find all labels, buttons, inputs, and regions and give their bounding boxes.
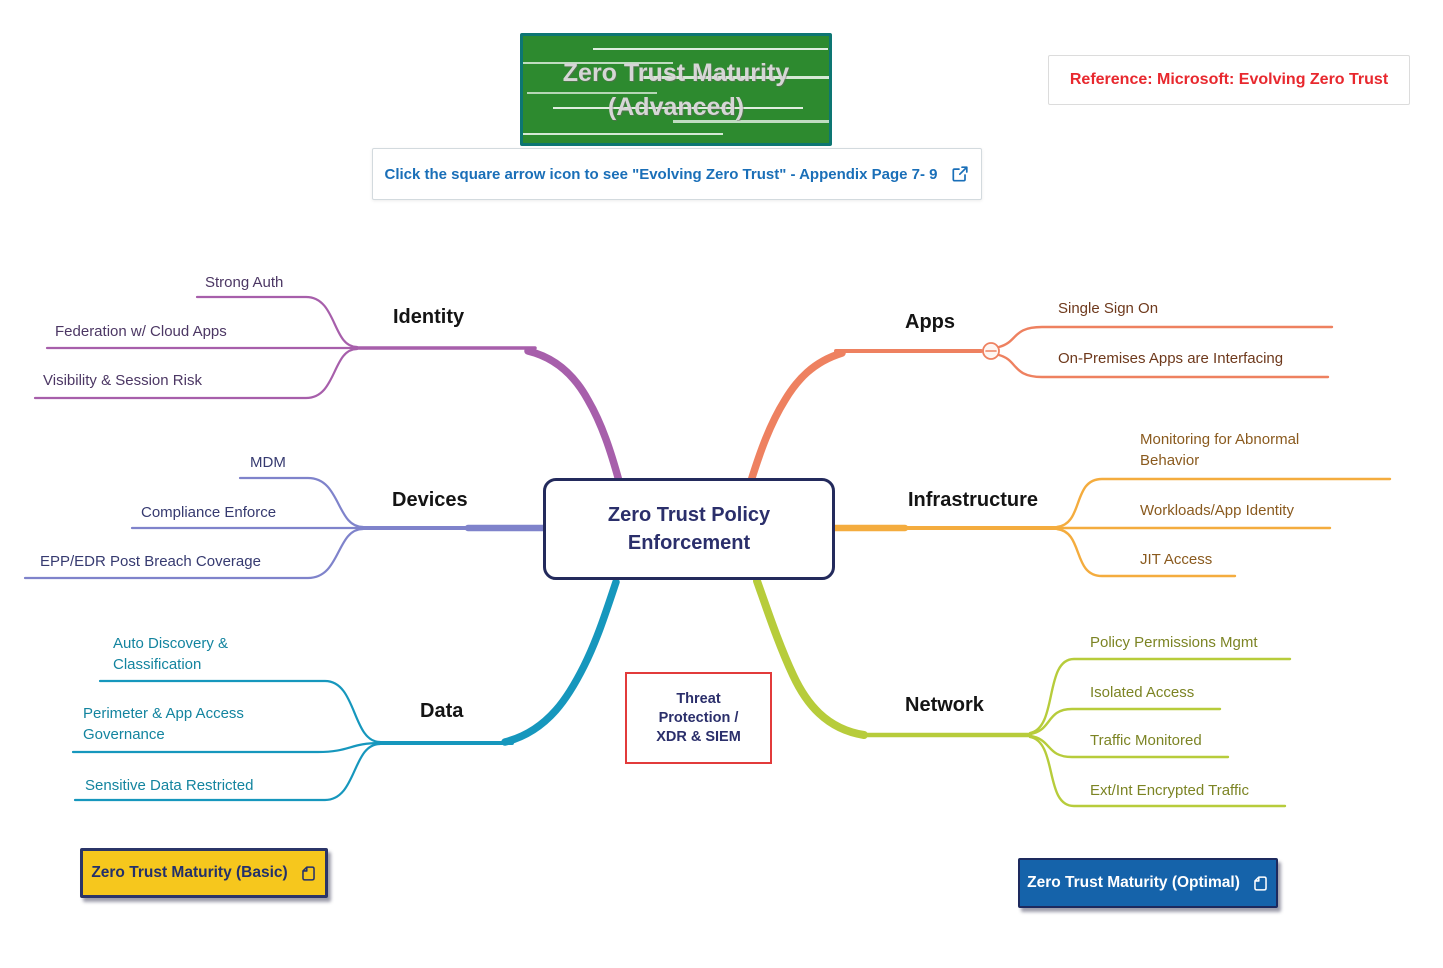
leaf-node[interactable]: Traffic Monitored: [1090, 732, 1202, 749]
apps-child-line: [997, 325, 1334, 349]
infrastructure-child-line: [1055, 477, 1392, 529]
threat-line: XDR & SIEM: [656, 728, 741, 745]
identity-branch-lines: [33, 295, 623, 485]
threat-line: Threat: [676, 690, 721, 707]
threat-protection-node[interactable]: Threat Protection / XDR & SIEM: [625, 672, 772, 764]
network-child-line: [1028, 734, 1230, 759]
leaf-node[interactable]: Auto Discovery & Classification: [113, 635, 229, 673]
branch-node-infrastructure[interactable]: Infrastructure: [908, 489, 1039, 511]
reference-text: Reference: Microsoft: Evolving Zero Trus…: [1069, 71, 1389, 88]
leaf-node[interactable]: Federation w/ Cloud Apps: [55, 323, 227, 340]
infrastructure-child-line: [1055, 527, 1237, 578]
page-icon: [301, 865, 315, 881]
root-node-label: Zero Trust Policy Enforcement: [607, 504, 771, 554]
branch-node-network[interactable]: Network: [905, 694, 984, 716]
network-child-line: [1028, 707, 1222, 736]
branch-node-identity[interactable]: Identity: [393, 306, 465, 328]
map-title-line2: (Advanced): [607, 92, 745, 121]
network-trunk-curve: [753, 577, 868, 739]
leaf-node[interactable]: Single Sign On: [1058, 300, 1159, 317]
leaf-node[interactable]: Sensitive Data Restricted: [85, 777, 254, 794]
optimal-maturity-button[interactable]: Zero Trust Maturity (Optimal): [1018, 858, 1278, 908]
leaf-node[interactable]: JIT Access: [1140, 551, 1213, 568]
map-title-node[interactable]: Zero Trust Maturity (Advanced): [520, 33, 832, 146]
identity-trunk-curve: [524, 347, 623, 485]
devices-branch-lines: [23, 476, 547, 580]
leaf-node[interactable]: Compliance Enforce: [141, 504, 277, 521]
optimal-maturity-label: Zero Trust Maturity (Optimal): [1027, 874, 1240, 891]
data-child-line: [98, 679, 382, 744]
leaf-node[interactable]: Isolated Access: [1090, 684, 1195, 701]
apps-child-line: [997, 353, 1330, 379]
leaf-node[interactable]: Workloads/App Identity: [1140, 502, 1294, 519]
apps-collapse-toggle[interactable]: [982, 342, 1000, 360]
leaf-node[interactable]: On-Premises Apps are Interfacing: [1058, 350, 1284, 367]
branch-node-devices[interactable]: Devices: [392, 489, 468, 511]
leaf-node[interactable]: EPP/EDR Post Breach Coverage: [40, 553, 261, 570]
leaf-node[interactable]: MDM: [250, 454, 286, 471]
leaf-node[interactable]: Monitoring for Abnormal Behavior: [1140, 431, 1300, 469]
branch-node-apps[interactable]: Apps: [905, 311, 955, 333]
reference-node[interactable]: Reference: Microsoft: Evolving Zero Trus…: [1048, 55, 1410, 105]
leaf-node[interactable]: Perimeter & App Access Governance: [83, 705, 244, 743]
network-child-line: [1028, 735, 1287, 808]
threat-line: Protection /: [658, 709, 739, 726]
network-child-line: [1028, 657, 1292, 735]
identity-child-line: [195, 295, 359, 349]
leaf-node[interactable]: Policy Permissions Mgmt: [1090, 634, 1258, 651]
basic-maturity-label: Zero Trust Maturity (Basic): [91, 864, 288, 881]
root-node[interactable]: Zero Trust Policy Enforcement: [543, 478, 835, 580]
network-branch-lines: [753, 577, 1292, 808]
page-icon: [1254, 875, 1267, 891]
appendix-note-node[interactable]: Click the square arrow icon to see "Evol…: [372, 148, 982, 200]
leaf-node[interactable]: Visibility & Session Risk: [43, 372, 202, 389]
apps-branch-lines: [747, 325, 1334, 485]
data-branch-lines: [71, 578, 620, 802]
map-title-line1: Zero Trust Maturity: [562, 58, 790, 87]
leaf-node[interactable]: Ext/Int Encrypted Traffic: [1090, 782, 1249, 799]
basic-maturity-button[interactable]: Zero Trust Maturity (Basic): [80, 848, 328, 898]
branch-node-data[interactable]: Data: [420, 700, 464, 722]
devices-child-line: [238, 476, 365, 529]
infrastructure-branch-lines: [831, 477, 1392, 578]
leaf-node[interactable]: Strong Auth: [205, 274, 284, 291]
devices-child-line: [23, 527, 365, 580]
data-trunk-curve: [501, 578, 620, 746]
data-child-line: [71, 741, 382, 754]
data-child-line: [73, 742, 382, 802]
apps-trunk-curve: [747, 349, 846, 485]
identity-child-line: [33, 347, 359, 400]
external-link-icon[interactable]: [951, 165, 969, 183]
appendix-note-text: Click the square arrow icon to see "Evol…: [384, 165, 938, 183]
